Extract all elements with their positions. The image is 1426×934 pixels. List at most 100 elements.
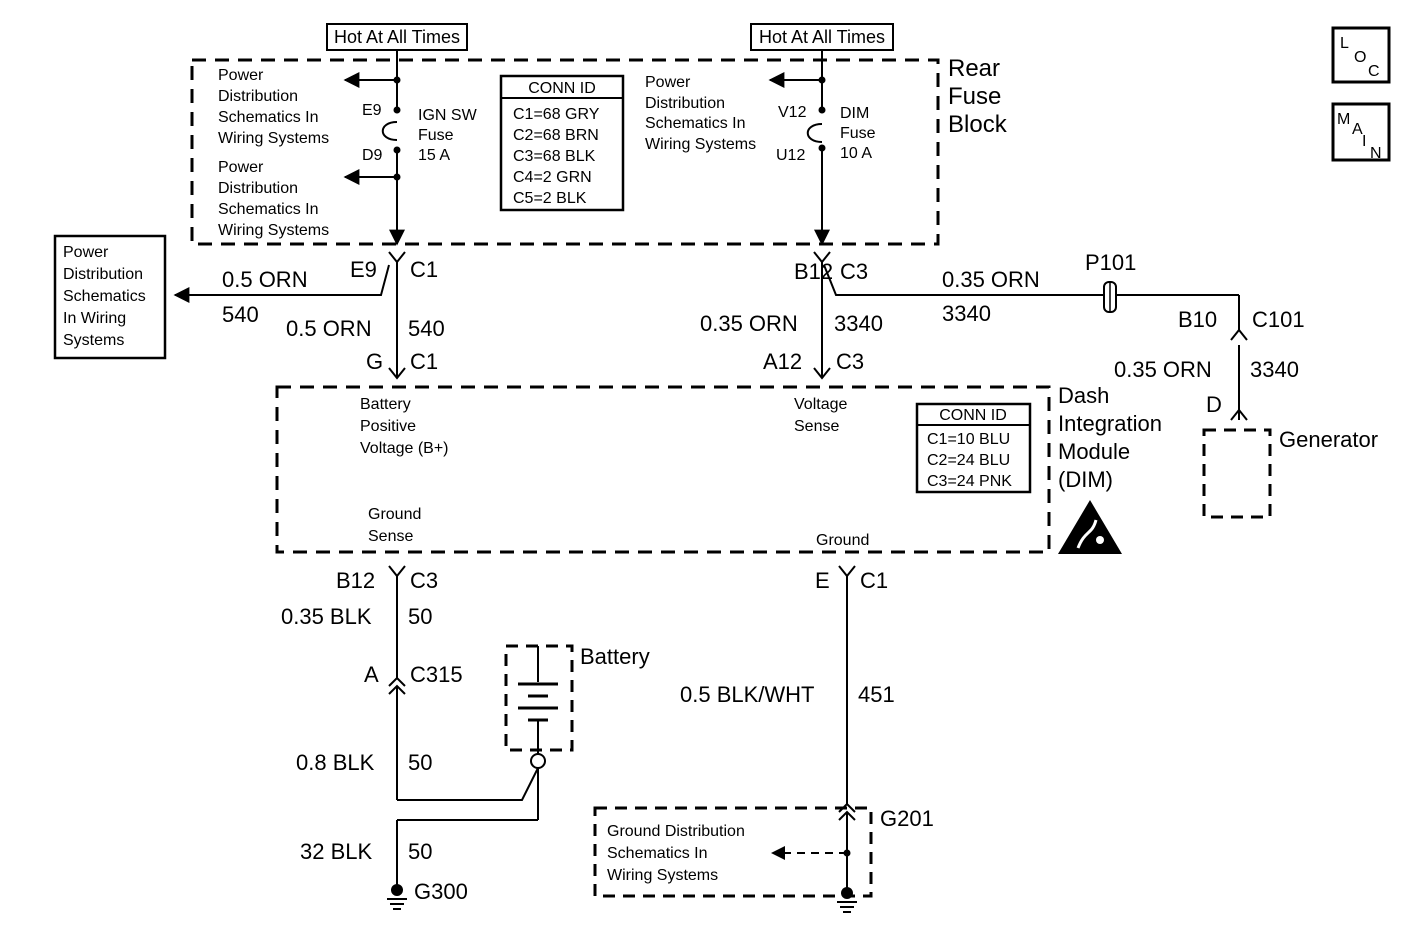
dim-fuse-bottom-pin: U12: [776, 147, 805, 164]
diagram-label: Distribution: [645, 95, 725, 112]
diagram-label: Power: [218, 67, 264, 84]
diagram-label: C5=2 BLK: [513, 190, 587, 207]
diagram-label: 10 A: [840, 145, 872, 162]
diagram-label: 0.5 BLK/WHT: [680, 682, 814, 707]
diagram-label: 50: [408, 750, 432, 775]
diagram-label: Dash: [1058, 383, 1109, 408]
diagram-label: 0.5 ORN: [286, 316, 372, 341]
diagram-label: Voltage (B+): [360, 440, 449, 457]
diagram-label: Power: [63, 244, 109, 261]
dim-fuse-top-pin: V12: [778, 104, 807, 121]
p101-connector: [1103, 281, 1117, 313]
rear-fuse-block-label: Rear Fuse Block: [948, 55, 1008, 138]
diagram-label: Ground Distribution: [607, 823, 745, 840]
diagram-label: I: [1362, 133, 1366, 150]
diagram-label: CONN ID: [528, 80, 596, 97]
battery-icon: [504, 644, 574, 769]
diagram-label: 50: [408, 604, 432, 629]
diagram-label: 0.35 ORN: [942, 267, 1040, 292]
diagram-label: G: [366, 349, 383, 374]
ign-fuse-label: IGN SW Fuse 15 A: [418, 107, 478, 164]
diagram-label: 3340: [942, 301, 991, 326]
main-button[interactable]: M A I N: [1331, 102, 1391, 162]
diagram-label: A: [1352, 121, 1363, 138]
ground-g201-icon: [837, 887, 857, 913]
diagram-label: Module: [1058, 439, 1130, 464]
diagram-label: Sense: [794, 418, 839, 435]
conn-id-dim-table: CONN ID C1=10 BLU C2=24 BLU C3=24 PNK: [915, 402, 1032, 494]
diagram-label: 0.35 BLK: [281, 604, 372, 629]
dim-pin-gnd: Ground: [816, 532, 869, 549]
diagram-label: Wiring Systems: [607, 867, 718, 884]
diagram-label: Schematics: [63, 288, 146, 305]
wire-451: [785, 565, 856, 892]
pd-right-label: Power Distribution Schematics In Wiring …: [645, 74, 756, 153]
diagram-label: Power: [218, 159, 264, 176]
ground-dist-box: Ground Distribution Schematics In Wiring…: [593, 806, 873, 898]
diagram-label: IGN SW: [418, 107, 478, 124]
diagram-label: C2=24 BLU: [927, 452, 1010, 469]
diagram-label: O: [1354, 49, 1366, 66]
battery-label: Battery: [580, 644, 650, 669]
diagram-label: Systems: [63, 332, 124, 349]
loc-button[interactable]: L O C: [1331, 26, 1391, 84]
conn-id-fuse-table: CONN ID C1=68 GRY C2=68 BRN C3=68 BLK C4…: [499, 74, 625, 212]
diagram-label: Wiring Systems: [218, 222, 329, 239]
diagram-label: C4=2 GRN: [513, 169, 592, 186]
diagram-label: Power: [645, 74, 691, 91]
hot-label-right: Hot At All Times: [750, 23, 894, 51]
diagram-label: Fuse: [418, 127, 454, 144]
dim-module-box: [275, 385, 1051, 554]
diagram-label: C101: [1252, 307, 1305, 332]
diagram-label: 0.5 ORN: [222, 267, 308, 292]
wire-50: [388, 565, 539, 890]
diagram-label: 50: [408, 839, 432, 864]
diagram-label: N: [1370, 145, 1382, 162]
diagram-label: Positive: [360, 418, 416, 435]
diagram-label: Ground: [368, 506, 421, 523]
diagram-label: A12: [763, 349, 802, 374]
diagram-label: 451: [858, 682, 895, 707]
diagram-label: Distribution: [63, 266, 143, 283]
diagram-label: C3=24 PNK: [927, 473, 1012, 490]
diagram-label: Voltage: [794, 396, 847, 413]
dim-pin-vs: Voltage Sense: [794, 396, 847, 435]
diagram-label: 15 A: [418, 147, 450, 164]
diagram-label: C2=68 BRN: [513, 127, 599, 144]
diagram-label: Hot At All Times: [334, 27, 460, 47]
diagram-label: Hot At All Times: [759, 27, 885, 47]
diagram-label: B12: [794, 259, 833, 284]
diagram-label: 0.8 BLK: [296, 750, 375, 775]
diagram-label: Wiring Systems: [645, 136, 756, 153]
diagram-label: Battery: [360, 396, 411, 413]
diagram-label: E: [815, 568, 830, 593]
wire-3340: [813, 251, 1248, 421]
hot-label-left: Hot At All Times: [326, 23, 468, 51]
esd-warning-icon: [1058, 500, 1122, 554]
diagram-label: 0.35 ORN: [700, 311, 798, 336]
diagram-label: 3340: [834, 311, 883, 336]
diagram-label: D: [1206, 392, 1222, 417]
diagram-label: 540: [222, 302, 259, 327]
diagram-label: Distribution: [218, 88, 298, 105]
diagram-label: B12: [336, 568, 375, 593]
diagram-label: Rear: [948, 55, 1000, 82]
diagram-label: Schematics In: [218, 109, 318, 126]
ground-g300-icon: [387, 884, 407, 910]
diagram-label: Fuse: [948, 83, 1001, 110]
diagram-label: Sense: [368, 528, 413, 545]
diagram-label: Block: [948, 111, 1008, 138]
diagram-label: C315: [410, 662, 463, 687]
diagram-label: Wiring Systems: [218, 130, 329, 147]
generator-box: Generator: [1202, 427, 1378, 519]
diagram-label: C3: [840, 259, 868, 284]
pd-left-bottom-label: Power Distribution Schematics In Wiring …: [218, 159, 329, 239]
diagram-label: P101: [1085, 250, 1136, 275]
diagram-label: C: [1368, 63, 1380, 80]
diagram-label: Schematics In: [607, 845, 707, 862]
diagram-label: C1=68 GRY: [513, 106, 600, 123]
diagram-label: C1: [410, 349, 438, 374]
diagram-label: C1=10 BLU: [927, 431, 1010, 448]
diagram-label: CONN ID: [939, 407, 1007, 424]
